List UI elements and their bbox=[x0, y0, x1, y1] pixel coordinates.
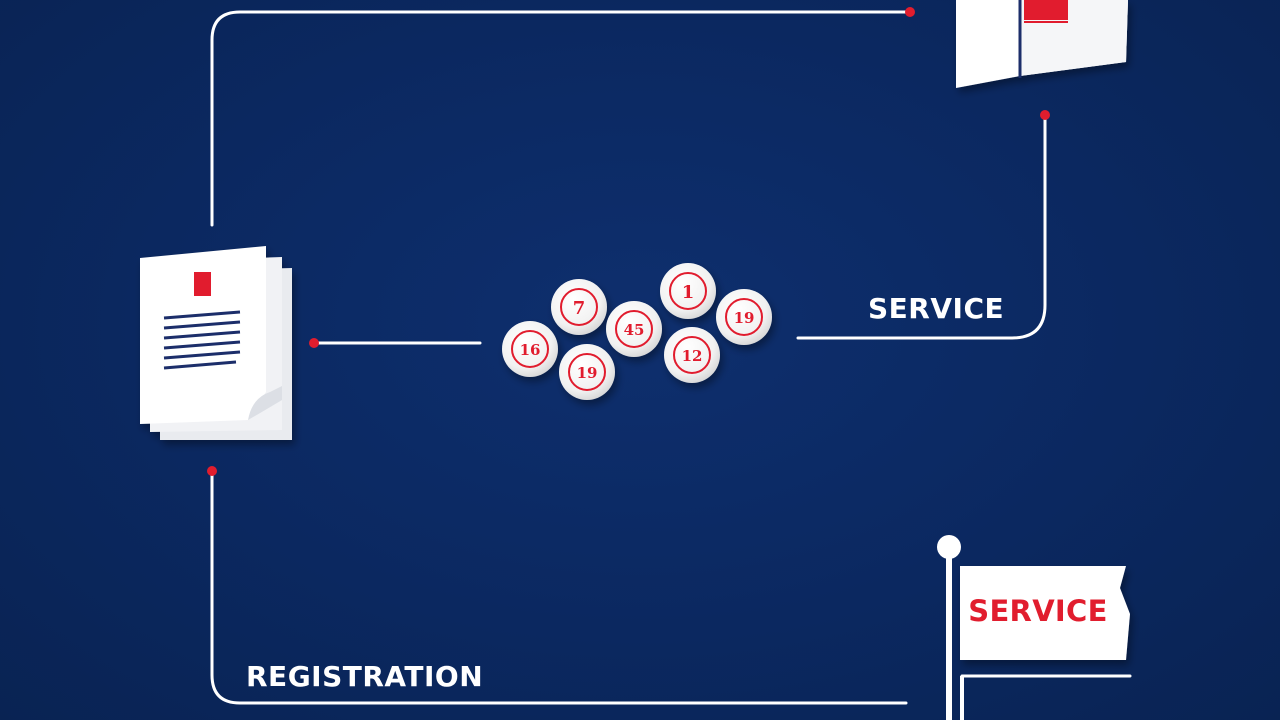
lottery-ball: 7 bbox=[551, 279, 607, 335]
ball-number: 12 bbox=[682, 347, 703, 365]
flag-service-label: SERVICE bbox=[968, 594, 1108, 628]
lottery-ball: 19 bbox=[716, 289, 772, 345]
connector-dot-right bbox=[1040, 110, 1050, 120]
flag-icon bbox=[937, 535, 1130, 720]
document-stack-icon bbox=[140, 246, 292, 440]
connector-right bbox=[796, 116, 1047, 340]
ball-number: 7 bbox=[573, 298, 586, 319]
lottery-ball: 19 bbox=[559, 344, 615, 400]
lottery-ball: 12 bbox=[664, 327, 720, 383]
lottery-ball: 16 bbox=[502, 321, 558, 377]
lottery-balls-icon: 7 1 16 45 19 bbox=[502, 263, 772, 400]
connector-top bbox=[210, 10, 910, 227]
connector-dot-bottom bbox=[207, 466, 217, 476]
lottery-ball: 45 bbox=[606, 301, 662, 357]
ball-number: 16 bbox=[520, 341, 541, 359]
ball-number: 19 bbox=[577, 364, 598, 382]
ball-number: 45 bbox=[624, 321, 645, 339]
registration-label: REGISTRATION bbox=[246, 660, 484, 693]
folder-icon bbox=[956, 0, 1128, 88]
service-label: SERVICE bbox=[868, 292, 1005, 325]
lottery-ball: 1 bbox=[660, 263, 716, 319]
connector-bottom bbox=[210, 473, 908, 705]
ball-number: 19 bbox=[734, 309, 755, 327]
connector-dot-middle bbox=[309, 338, 319, 348]
ball-number: 1 bbox=[682, 282, 695, 303]
connector-dot-top bbox=[905, 7, 915, 17]
